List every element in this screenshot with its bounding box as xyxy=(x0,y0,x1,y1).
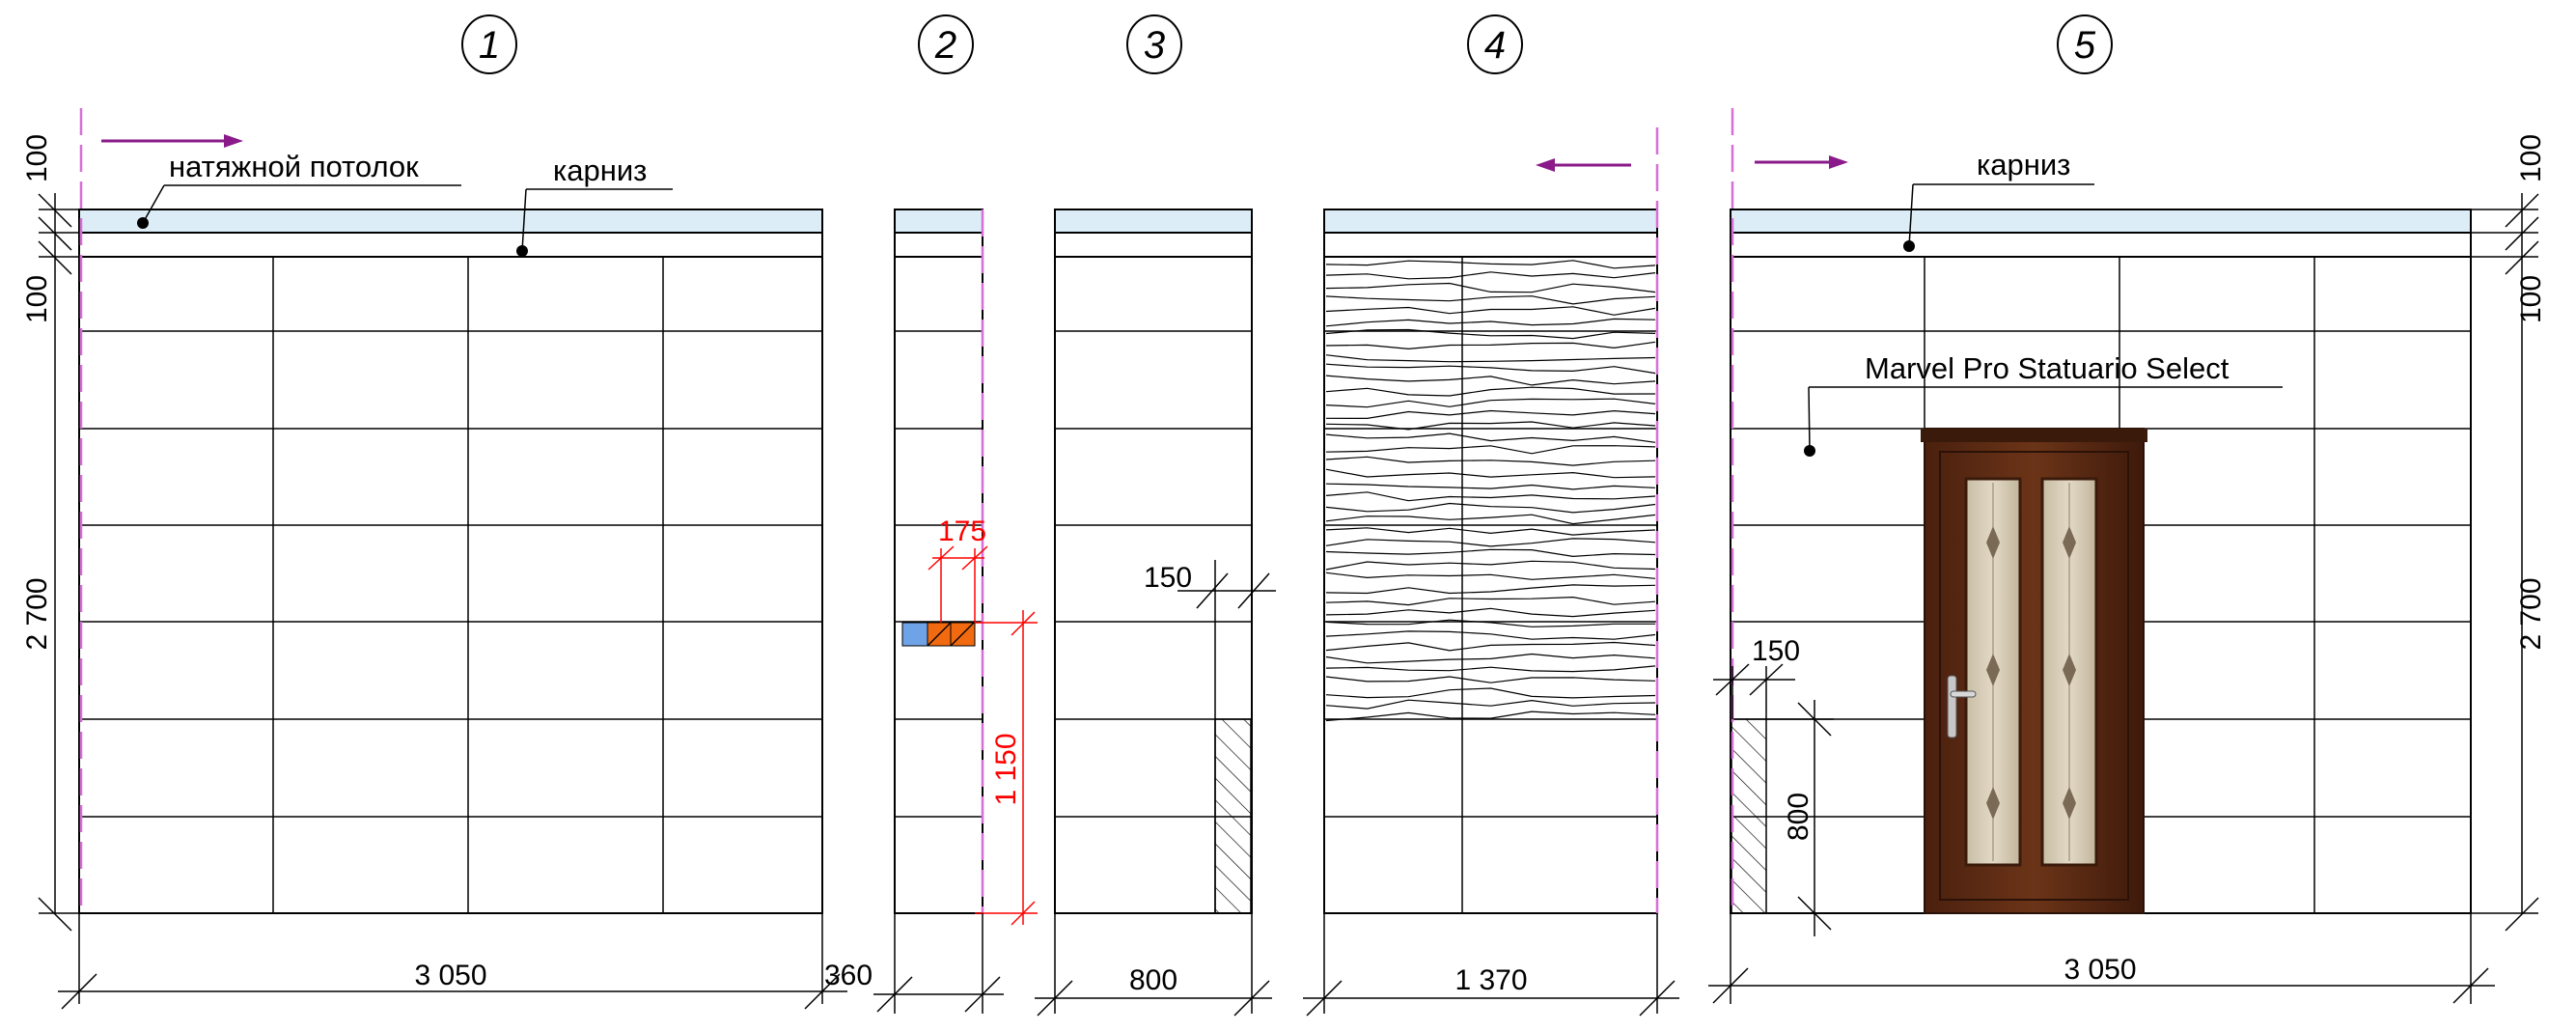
wood-grain-line xyxy=(1325,318,1656,327)
wood-panel-texture xyxy=(1325,260,1656,722)
direction-arrow-left-4 xyxy=(1536,158,1631,172)
svg-text:3: 3 xyxy=(1144,24,1165,67)
wood-grain-line xyxy=(1325,571,1656,580)
view-number-1: 1 xyxy=(461,14,517,74)
wood-grain-line xyxy=(1325,641,1656,652)
strip-height-dim-5: 800 xyxy=(1783,793,1814,841)
wood-grain-line xyxy=(1325,596,1656,606)
wood-grain-line xyxy=(1325,354,1656,363)
wood-grain-line xyxy=(1325,665,1656,673)
wood-grain-line xyxy=(1325,328,1656,340)
height-dim-mid-right: 100 xyxy=(2515,275,2547,323)
height-dimensions-right xyxy=(2471,193,2539,932)
wood-grain-line xyxy=(1325,653,1656,664)
wood-grain-line xyxy=(1325,409,1656,420)
wood-grain-line xyxy=(1325,483,1656,490)
cornice-band xyxy=(78,232,823,258)
wood-grain-line xyxy=(1325,560,1656,571)
ceiling-band xyxy=(78,209,823,234)
wall-view-2: 175 1 150 xyxy=(894,209,1038,926)
door-handle xyxy=(1947,675,1957,738)
hatched-strip xyxy=(1731,718,1767,914)
wood-grain-line xyxy=(1325,630,1656,640)
cornice-label-1: карниз xyxy=(553,153,647,187)
svg-text:5: 5 xyxy=(2074,24,2096,67)
wood-grain-line xyxy=(1325,432,1656,443)
wood-grain-line xyxy=(1325,548,1656,558)
wood-grain-line xyxy=(1325,260,1656,269)
wood-grain-line xyxy=(1325,282,1656,293)
wood-grain-line xyxy=(1325,584,1656,595)
door-image xyxy=(1921,428,2147,914)
width-dim-4: 1 370 xyxy=(1454,964,1527,996)
view-number-2: 2 xyxy=(918,14,974,74)
height-dim-mid-left: 100 xyxy=(21,275,53,323)
wood-grain-line xyxy=(1325,271,1656,280)
wall-view-3: 150 xyxy=(1054,209,1276,914)
wall-view-1: натяжной потолок карниз xyxy=(78,108,823,914)
height-dim-top-left: 100 xyxy=(21,134,53,182)
wood-grain-line xyxy=(1325,295,1656,305)
wood-grain-line xyxy=(1325,468,1656,479)
wood-grain-line xyxy=(1325,514,1656,525)
wood-grain-line xyxy=(1325,538,1656,547)
width-dim-2: 360 xyxy=(824,960,873,991)
wood-grain-line xyxy=(1325,398,1656,408)
wood-grain-line xyxy=(1325,491,1656,502)
height-dimensions-left xyxy=(38,193,79,932)
height-dim-top-right: 100 xyxy=(2515,134,2547,182)
wall-view-4 xyxy=(1323,127,1659,914)
wood-grain-line xyxy=(1325,676,1656,683)
width-dim-1: 3 050 xyxy=(414,960,486,991)
height-dim-total-right: 2 700 xyxy=(2515,577,2547,650)
width-dimension-lines xyxy=(58,913,2495,1017)
direction-arrow-right-1 xyxy=(101,134,243,148)
tile-grid xyxy=(79,257,822,913)
wood-grain-line xyxy=(1325,502,1656,514)
wood-grain-line xyxy=(1325,619,1655,627)
svg-text:4: 4 xyxy=(1484,24,1506,67)
marker-dimensions xyxy=(928,545,1038,926)
marker-height-dim: 1 150 xyxy=(990,733,1022,805)
ceiling-label: натяжной потолок xyxy=(169,150,419,183)
wood-grain-line xyxy=(1325,421,1656,431)
hatched-strip xyxy=(1214,718,1252,914)
cornice-label-5: карниз xyxy=(1977,148,2070,181)
wood-grain-line xyxy=(1325,375,1656,386)
wood-grain-line xyxy=(1325,363,1656,375)
wood-grain-line xyxy=(1325,445,1656,455)
wood-grain-line xyxy=(1325,341,1656,350)
wood-grain-line xyxy=(1325,699,1656,710)
wood-grain-line xyxy=(1325,386,1656,397)
outlet-marker xyxy=(901,622,976,647)
strip-width-dim-5: 150 xyxy=(1752,635,1800,667)
wood-grain-line xyxy=(1325,527,1656,536)
view-number-4: 4 xyxy=(1467,14,1523,74)
marker-width-dim: 175 xyxy=(938,516,986,547)
height-dim-total-left: 2 700 xyxy=(21,577,53,650)
strip-width-dim: 150 xyxy=(1144,562,1192,594)
tile-label: Marvel Pro Statuario Select xyxy=(1865,351,2230,385)
tile-field xyxy=(78,256,823,914)
width-dim-3: 800 xyxy=(1129,964,1177,996)
wood-grain-line xyxy=(1325,607,1656,618)
view-number-3: 3 xyxy=(1126,14,1182,74)
width-dim-5: 3 050 xyxy=(2064,954,2136,986)
wood-grain-line xyxy=(1325,456,1656,466)
view-number-5: 5 xyxy=(2057,14,2113,74)
wood-grain-line xyxy=(1325,711,1656,722)
svg-text:1: 1 xyxy=(479,24,500,67)
wall-view-5: карниз Marvel Pro Statuario Select 150 8… xyxy=(1713,108,2472,936)
wood-grain-line xyxy=(1325,687,1656,699)
wood-grain-line xyxy=(1325,306,1656,316)
direction-arrow-right-5 xyxy=(1755,155,1848,169)
svg-text:2: 2 xyxy=(934,24,956,67)
